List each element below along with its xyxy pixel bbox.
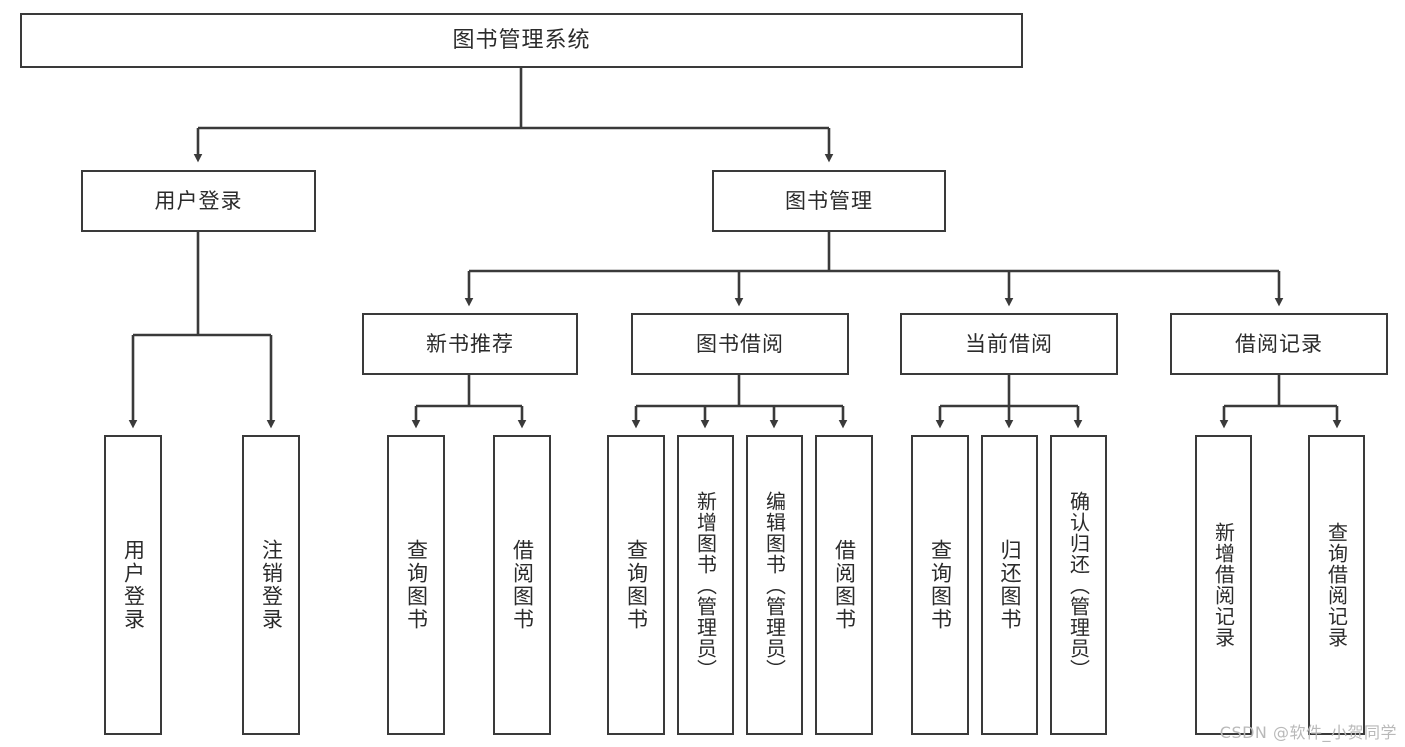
node-new-book-recommend[interactable]: 新书推荐 <box>362 313 578 375</box>
node-label: 编辑图书（管理员） <box>762 490 787 680</box>
node-book-borrow[interactable]: 图书借阅 <box>631 313 849 375</box>
node-label: 图书管理 <box>785 188 873 213</box>
node-label: 新增借阅记录 <box>1211 522 1236 648</box>
node-label: 图书管理系统 <box>452 27 591 53</box>
node-label: 借阅图书 <box>832 539 857 631</box>
node-label: 确认归还（管理员） <box>1066 490 1091 680</box>
node-current-borrow[interactable]: 当前借阅 <box>900 313 1118 375</box>
node-label: 用户登录 <box>121 539 146 631</box>
node-label: 查询图书 <box>404 539 429 631</box>
node-label: 注销登录 <box>259 539 284 631</box>
node-label: 当前借阅 <box>965 331 1053 356</box>
node-leaf-user-login[interactable]: 用户登录 <box>104 435 162 735</box>
node-leaf-query-book-2[interactable]: 查询图书 <box>607 435 665 735</box>
node-leaf-add-record[interactable]: 新增借阅记录 <box>1195 435 1252 735</box>
csdn-watermark: CSDN @软件_小贺同学 <box>1219 723 1397 742</box>
node-root-book-management-system[interactable]: 图书管理系统 <box>20 13 1023 68</box>
node-leaf-user-logout[interactable]: 注销登录 <box>242 435 300 735</box>
node-label: 查询借阅记录 <box>1324 522 1349 648</box>
node-label: 查询图书 <box>624 539 649 631</box>
node-leaf-confirm-return[interactable]: 确认归还（管理员） <box>1050 435 1107 735</box>
node-label: 借阅记录 <box>1235 331 1323 356</box>
node-user-login[interactable]: 用户登录 <box>81 170 316 232</box>
node-label: 借阅图书 <box>510 539 535 631</box>
node-label: 新书推荐 <box>426 331 514 356</box>
node-leaf-borrow-book-1[interactable]: 借阅图书 <box>493 435 551 735</box>
node-leaf-borrow-book-2[interactable]: 借阅图书 <box>815 435 873 735</box>
node-book-management[interactable]: 图书管理 <box>712 170 946 232</box>
node-leaf-query-record[interactable]: 查询借阅记录 <box>1308 435 1365 735</box>
node-label: 图书借阅 <box>696 331 784 356</box>
node-borrow-record[interactable]: 借阅记录 <box>1170 313 1388 375</box>
node-leaf-query-book-1[interactable]: 查询图书 <box>387 435 445 735</box>
node-label: 新增图书（管理员） <box>693 490 718 680</box>
node-leaf-query-book-3[interactable]: 查询图书 <box>911 435 969 735</box>
node-leaf-edit-book[interactable]: 编辑图书（管理员） <box>746 435 803 735</box>
node-leaf-add-book[interactable]: 新增图书（管理员） <box>677 435 734 735</box>
node-label: 查询图书 <box>928 539 953 631</box>
node-leaf-return-book[interactable]: 归还图书 <box>981 435 1038 735</box>
node-label: 用户登录 <box>154 188 243 213</box>
node-label: 归还图书 <box>998 539 1022 631</box>
